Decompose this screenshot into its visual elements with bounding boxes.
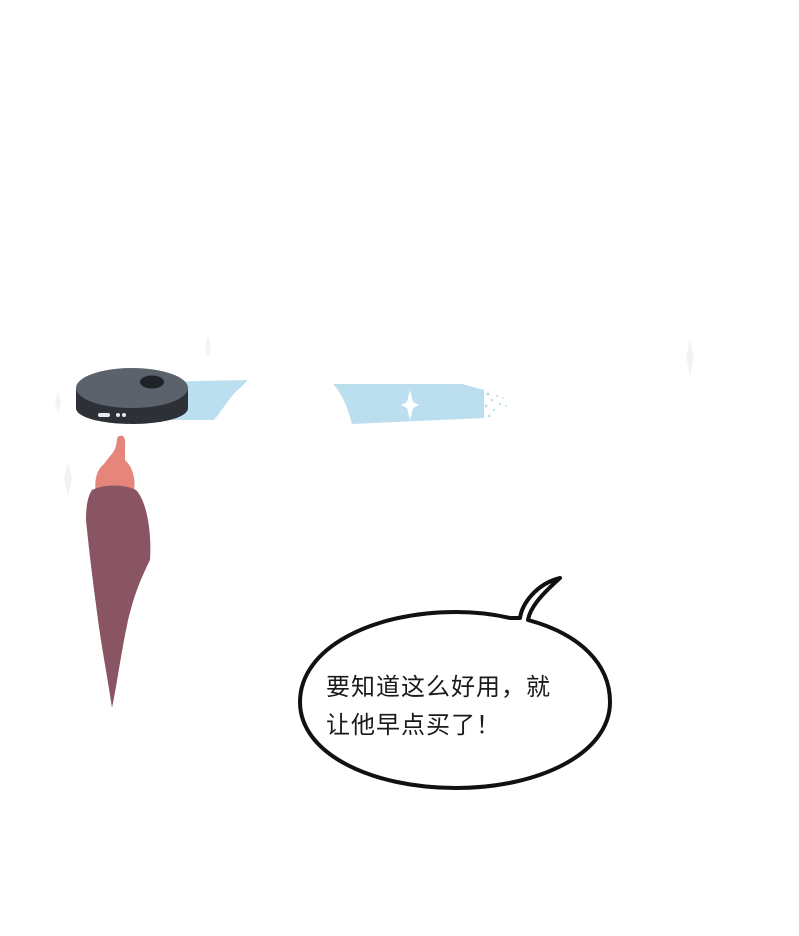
speech-line-2: 让他早点买了！ <box>326 711 501 739</box>
cleaning-trail <box>150 380 507 424</box>
speech-bubble-text: 要知道这么好用，就 让他早点买了！ <box>326 668 596 744</box>
speech-line-1: 要知道这么好用，就 <box>326 673 551 701</box>
hand <box>95 435 135 494</box>
sleeve <box>86 485 151 708</box>
speech-bubble <box>298 576 612 790</box>
pointing-arm <box>86 435 151 708</box>
trail-speckles <box>484 392 507 418</box>
sparkle-icon <box>55 335 694 496</box>
robot-vacuum <box>76 368 188 424</box>
sparkle-icon <box>401 390 419 420</box>
